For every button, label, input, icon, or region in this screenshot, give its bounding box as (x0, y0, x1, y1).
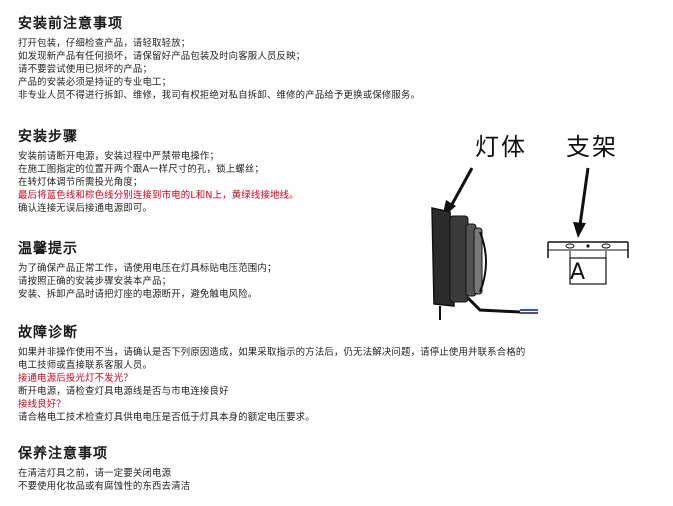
instruction-line: 产品的安装必须是持证的专业电工； (18, 77, 172, 88)
bracket-arrow-head (573, 222, 586, 238)
section-title: 温馨提示 (18, 241, 78, 257)
instruction-line: 请按照正确的安装步骤安装本产品； (18, 276, 172, 287)
section-body: 打开包装，仔细检查产品，请轻取轻放； 如发现新产品有任何损坏，请保留好产品包装及时… (18, 37, 658, 102)
section-title: 安装步骤 (18, 129, 78, 145)
section-title: 保养注意事项 (18, 446, 108, 462)
lamp-label: 灯体 (475, 133, 527, 161)
instruction-line: 确认连接无误后接通电源即可。 (18, 203, 153, 214)
section-before-installation: 安装前注意事项 打开包装，仔细检查产品，请轻取轻放； 如发现新产品有任何损坏，请保… (18, 15, 658, 102)
lamp-arrow (448, 167, 474, 209)
installation-diagram: 灯体 支架 A (420, 120, 673, 330)
instruction-line: 在转灯体调节所需投光角度； (18, 177, 143, 188)
section-body: 为了确保产品正常工作，请使用电压在灯具标贴电压范围内； 请按照正确的安装步骤安装本… (18, 262, 398, 301)
instruction-line: 断开电源，请检查灯具电源线是否与市电连接良好 (18, 386, 229, 397)
instruction-line: 电工技师或直接联系客服人员。 (18, 360, 153, 371)
bracket (547, 241, 629, 285)
power-cable (466, 296, 538, 314)
bracket-arrow (578, 167, 590, 226)
section-body: 安装前请断开电源，安装过程中严禁带电操作； 在施工图指定的位置开两个跟A一样尺寸的… (18, 150, 398, 215)
instruction-line: 安装、拆卸产品时请把灯座的电源断开，避免触电风险。 (18, 289, 258, 300)
instruction-line: 为了确保产品正常工作，请使用电压在灯具标贴电压范围内； (18, 263, 277, 274)
section-maintenance: 保养注意事项 在清洁灯具之前，请一定要关闭电源不要使用化妆品或有腐蚀性的东西去清… (18, 445, 658, 493)
instruction-line: 打开包装，仔细检查产品，请轻取轻放； (18, 38, 191, 49)
instruction-line: 在清洁灯具之前，请一定要关闭电源 (18, 468, 172, 479)
lamp-body (431, 207, 487, 320)
instruction-line: 不要使用化妆品或有腐蚀性的东西去清洁 (18, 481, 191, 492)
bracket-label: 支架 (566, 133, 618, 161)
instruction-line: 请不要尝试使用已损坏的产品； (18, 64, 153, 75)
section-troubleshooting: 故障诊断 如果并非操作使用不当，请确认是否下列原因造成，如果采取指示的方法后，仍… (18, 324, 658, 424)
instruction-line: 如发现新产品有任何损坏，请保留好产品包装及时向客服人员反映； (18, 51, 306, 62)
section-tips: 温馨提示 为了确保产品正常工作，请使用电压在灯具标贴电压范围内； 请按照正确的安装… (18, 240, 398, 301)
hole-size-label: A (570, 260, 586, 285)
instruction-line: 如果并非操作使用不当，请确认是否下列原因造成，如果采取指示的方法后，仍无法解决问… (18, 347, 526, 358)
section-installation-steps: 安装步骤 安装前请断开电源，安装过程中严禁带电操作； 在施工图指定的位置开两个跟A… (18, 128, 398, 215)
section-title: 故障诊断 (18, 325, 78, 341)
instruction-line: 安装前请断开电源，安装过程中严禁带电操作； (18, 151, 220, 162)
instruction-line: 在施工图指定的位置开两个跟A一样尺寸的孔，锁上螺丝； (18, 164, 264, 175)
warning-line: 接线良好？ (18, 399, 66, 410)
section-body: 在清洁灯具之前，请一定要关闭电源不要使用化妆品或有腐蚀性的东西去清洁 (18, 467, 658, 493)
instruction-line: 请合格电工技术检查灯具供电电压是否低于灯具本身的额定电压要求。 (18, 412, 315, 423)
section-body: 如果并非操作使用不当，请确认是否下列原因造成，如果采取指示的方法后，仍无法解决问… (18, 346, 658, 424)
section-title: 安装前注意事项 (18, 16, 123, 32)
warning-line: 接通电源后投光灯不发光？ (18, 373, 133, 384)
floodlight-illustration (431, 167, 629, 320)
instruction-line: 非专业人员不得进行拆卸、维修，我司有权拒绝对私自拆卸、维修的产品给予更换或保修服… (18, 90, 421, 101)
warning-line: 最后将蓝色线和棕色线分别连接到市电的L和N上，黄绿线接地线。 (18, 190, 299, 201)
